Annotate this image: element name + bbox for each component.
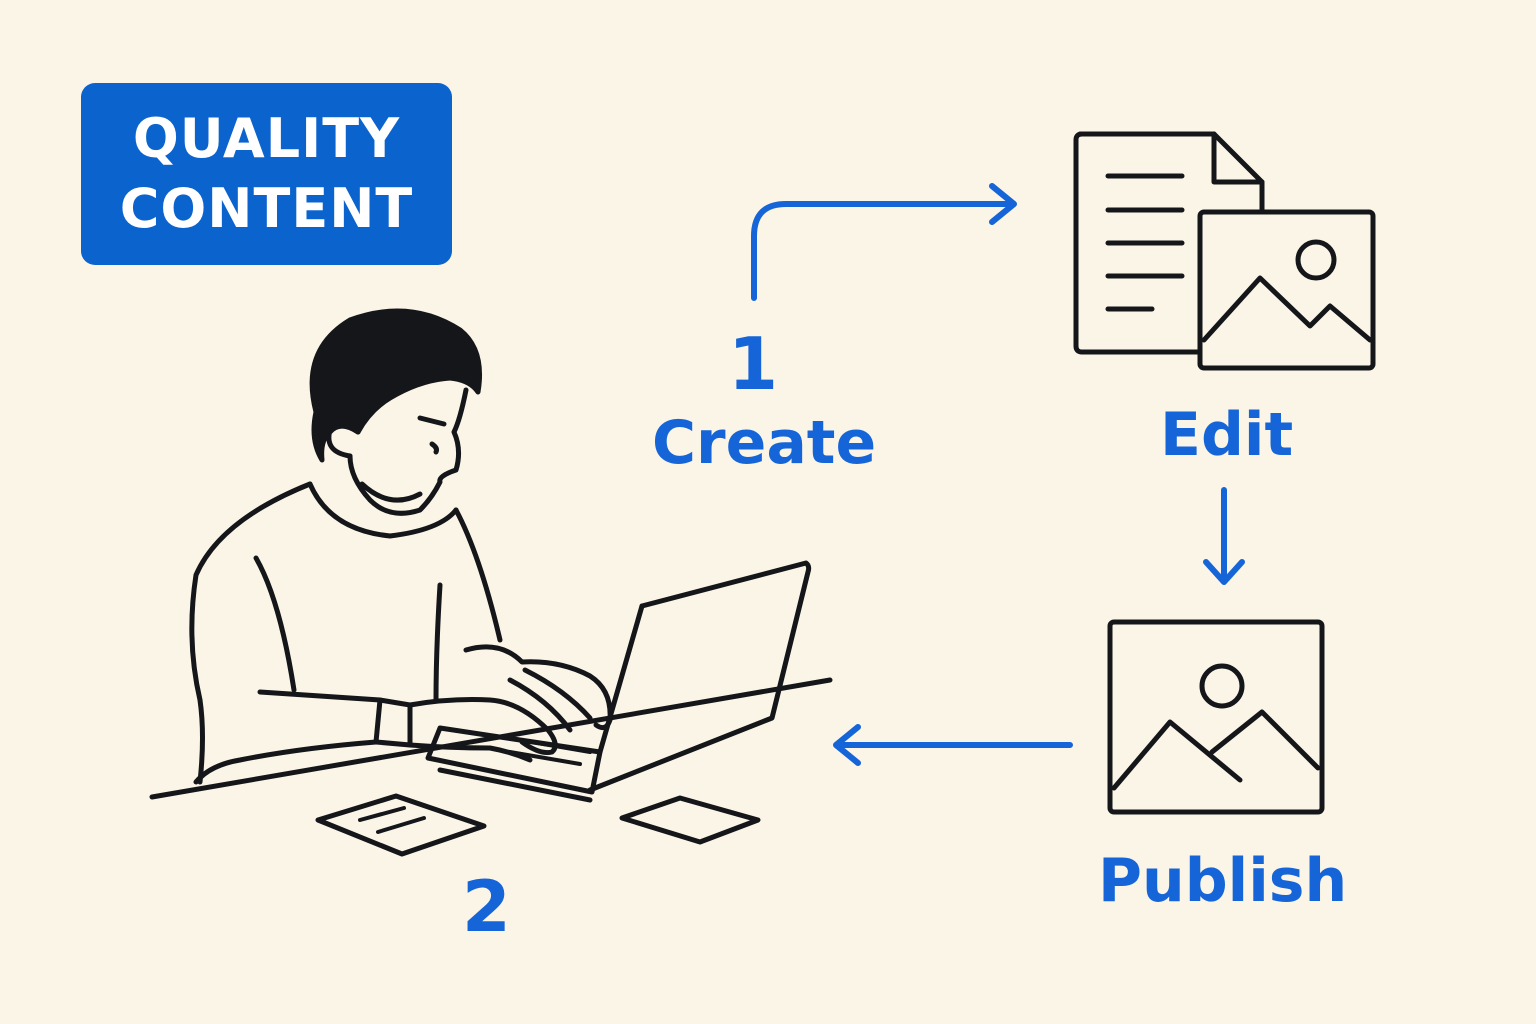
arrow-create-to-edit: [751, 183, 1017, 301]
arrow-edit-to-publish: [1203, 487, 1245, 585]
person-illustration: [149, 308, 833, 857]
paper-note: [315, 793, 487, 857]
quality-content-badge: QUALITY CONTENT: [81, 83, 452, 265]
arrow-publish-to-create: [833, 724, 1073, 766]
badge-line-2: CONTENT: [119, 177, 414, 240]
step-create-label: Create: [652, 408, 877, 478]
image-icon: [1197, 209, 1376, 371]
document-icon: [1073, 131, 1265, 355]
flow-arrows: [751, 183, 1245, 766]
laptop-base: [425, 725, 603, 795]
torso-back: [189, 481, 313, 785]
badge-line-1: QUALITY: [132, 107, 401, 170]
desk-edge: [149, 677, 833, 800]
step-edit-label: Edit: [1160, 400, 1294, 470]
laptop-screen: [587, 560, 812, 793]
step-1-number: 1: [728, 322, 779, 406]
step-publish-label: Publish: [1098, 846, 1348, 916]
step-2-number: 2: [462, 866, 511, 948]
paper-card: [619, 795, 761, 845]
image-icon-large: [1107, 619, 1325, 815]
